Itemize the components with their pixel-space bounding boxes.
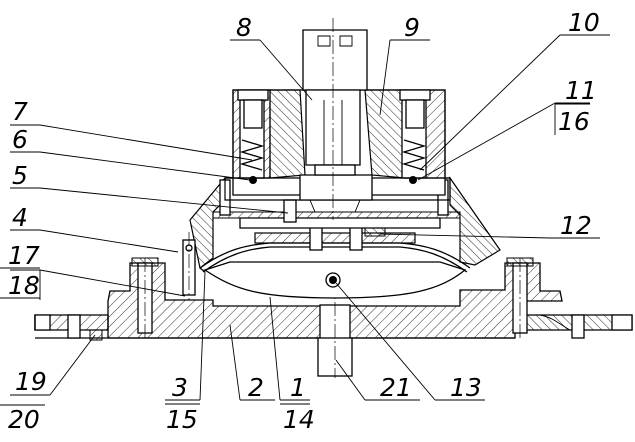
housing — [182, 176, 501, 300]
label-1: 1 — [290, 373, 306, 402]
label-10: 10 — [568, 8, 600, 37]
label-4: 4 — [12, 203, 28, 232]
label-20: 20 — [8, 405, 40, 434]
leader-lines — [0, 34, 610, 406]
label-21: 21 — [380, 373, 412, 402]
label-3: 3 — [172, 373, 188, 402]
top-shaft — [302, 18, 368, 220]
label-9: 9 — [404, 13, 420, 42]
label-5: 5 — [12, 161, 28, 190]
label-13: 13 — [450, 373, 482, 402]
label-15: 15 — [166, 405, 198, 434]
callout-labels: 8 9 10 11 16 7 6 5 4 17 18 12 19 20 3 15… — [8, 8, 600, 434]
label-14: 14 — [283, 405, 315, 434]
label-2: 2 — [248, 373, 264, 402]
label-8: 8 — [236, 13, 252, 42]
label-11: 11 — [565, 76, 597, 105]
label-7: 7 — [12, 97, 28, 126]
base-plate — [34, 257, 633, 341]
label-12: 12 — [560, 211, 592, 240]
label-6: 6 — [12, 125, 28, 154]
diaphragm-cavity — [199, 225, 471, 299]
label-17: 17 — [8, 241, 40, 270]
bottom-shaft — [317, 280, 353, 378]
label-16: 16 — [558, 107, 590, 136]
label-19: 19 — [15, 367, 47, 396]
label-18: 18 — [8, 271, 40, 300]
